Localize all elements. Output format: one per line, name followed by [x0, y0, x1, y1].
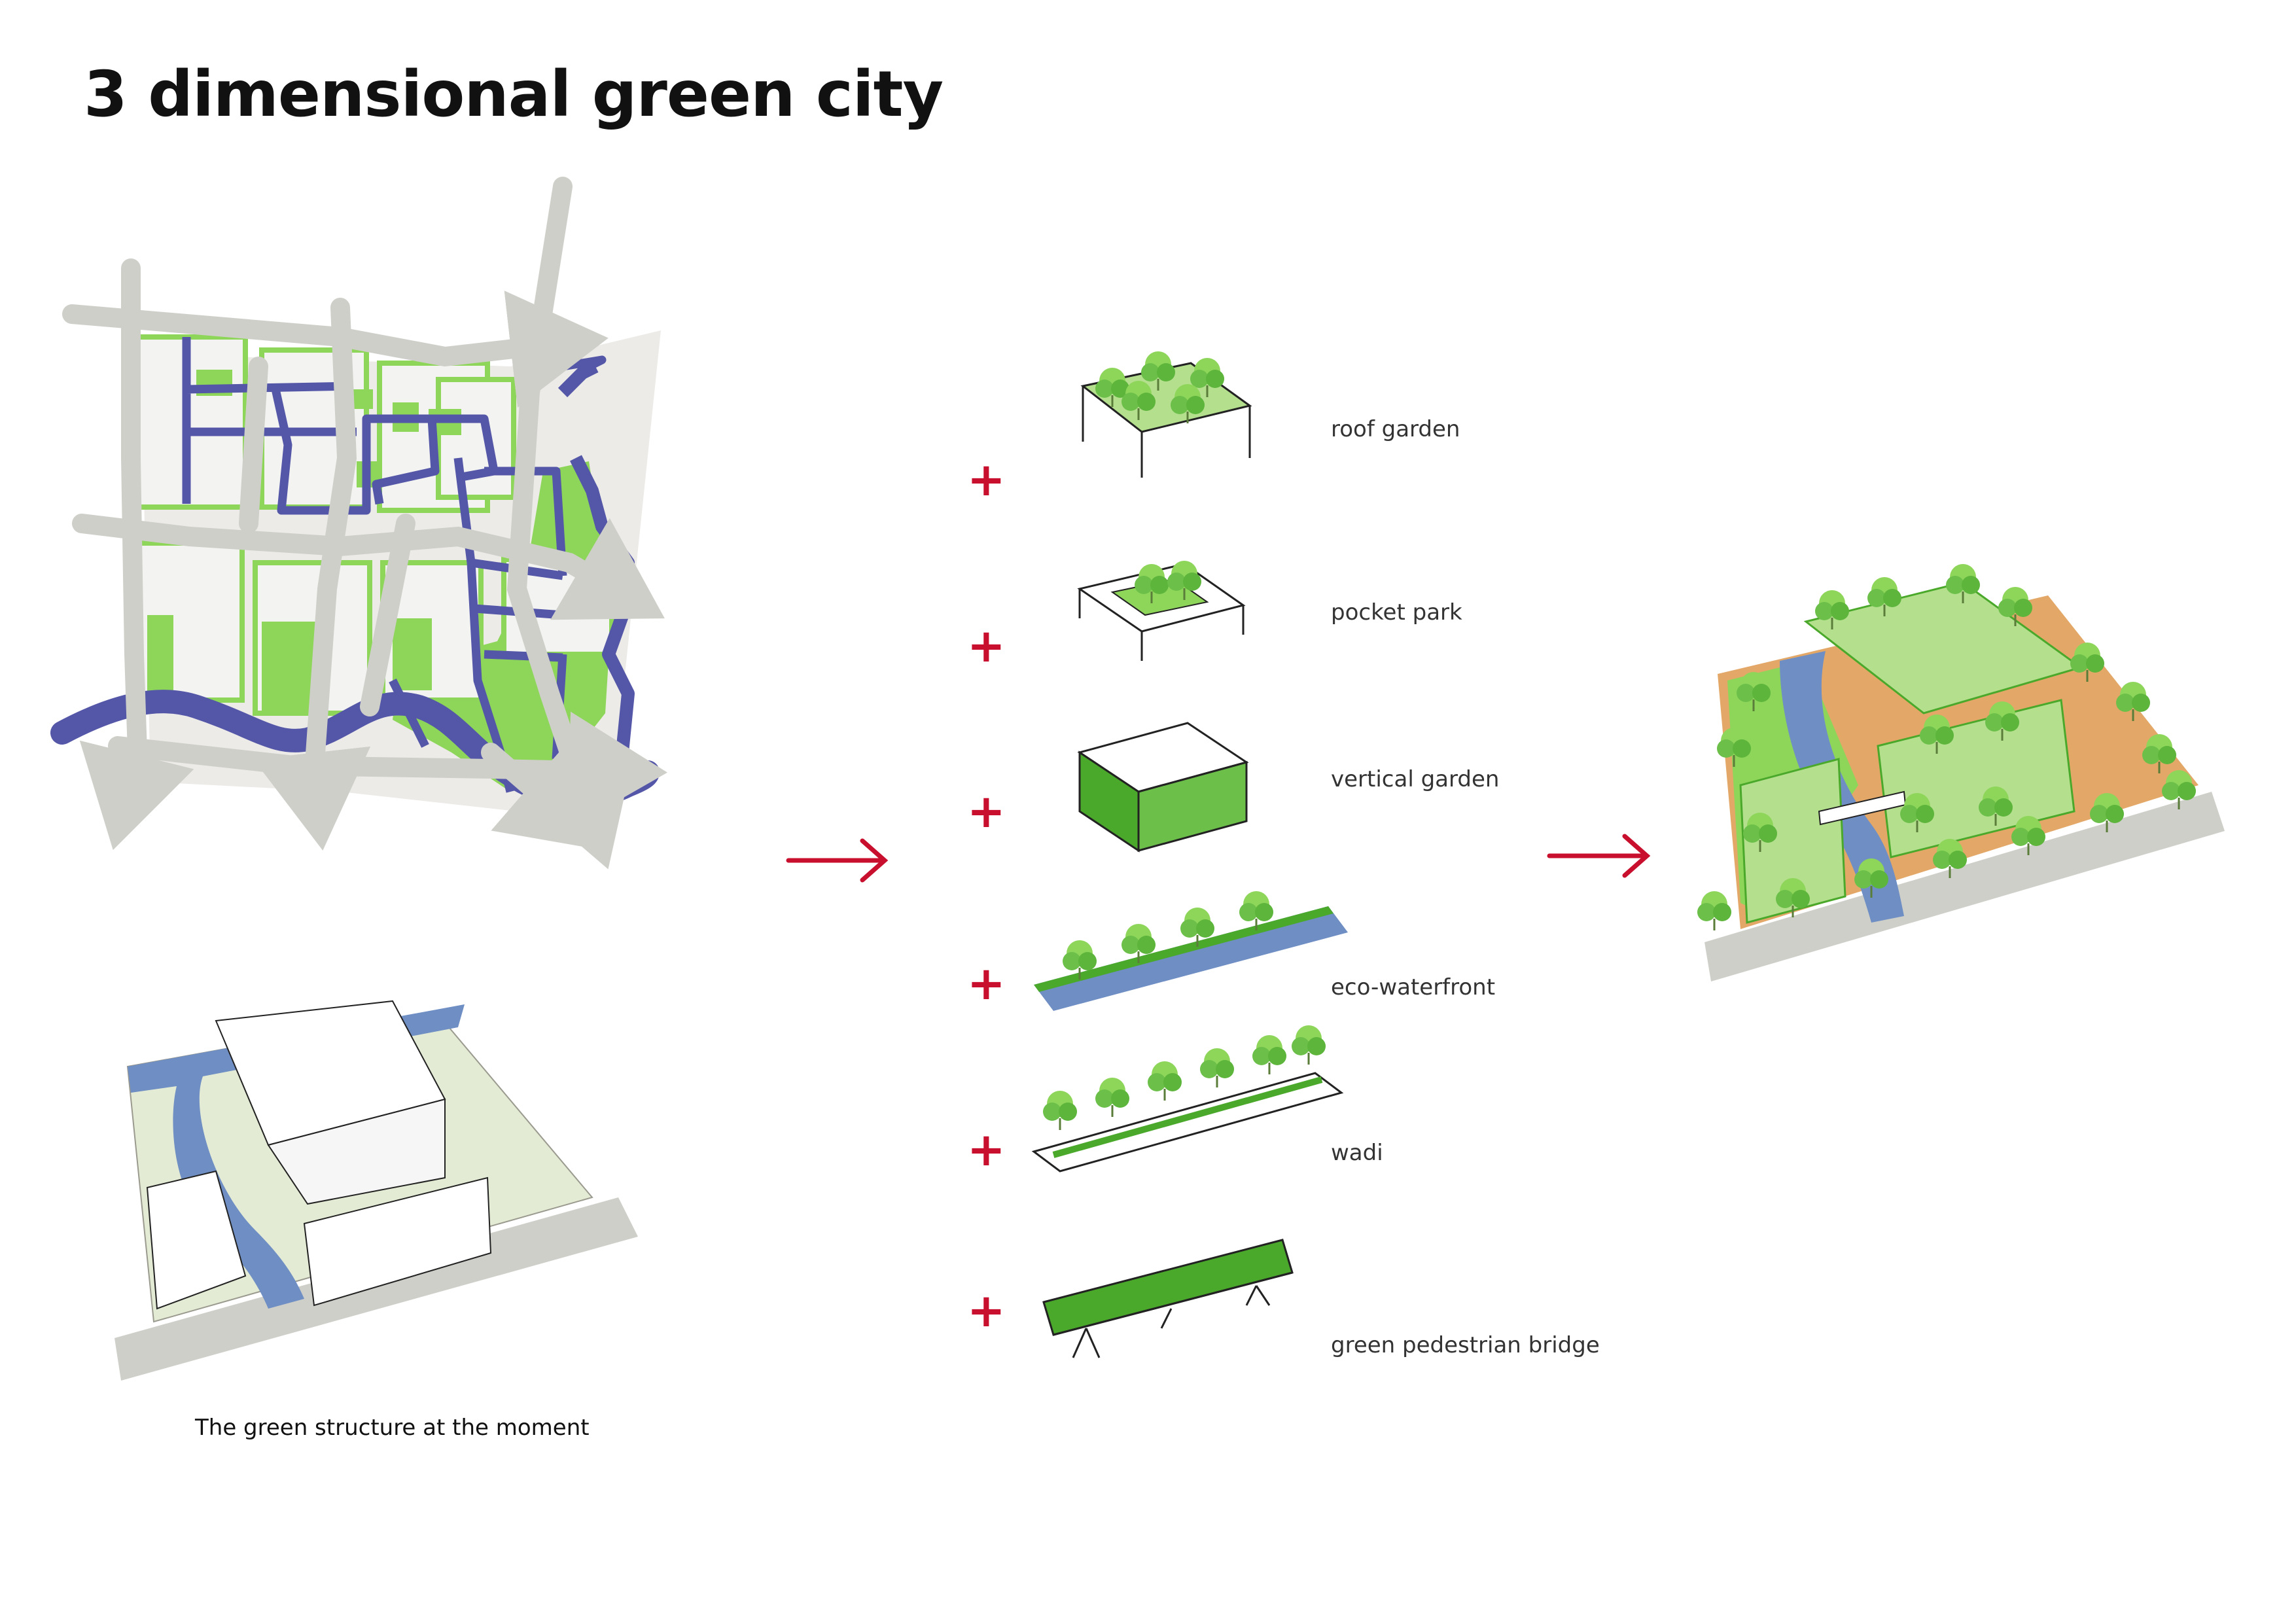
label-pocket-park: pocket park [1331, 599, 1462, 626]
wadi-icon [1031, 1024, 1344, 1173]
eco-waterfront-icon [1034, 890, 1348, 1011]
future-street [1704, 792, 2225, 981]
caption-current-structure: The green structure at the moment [195, 1415, 590, 1441]
label-wadi: wadi [1331, 1140, 1383, 1166]
pocket-park-icon [1077, 559, 1246, 661]
city-map [50, 177, 667, 870]
green-pedestrian-bridge-icon [1042, 1239, 1294, 1358]
label-eco-waterfront: eco-waterfront [1331, 974, 1496, 1000]
arrow-1 [786, 838, 889, 883]
plus-sign: + [967, 453, 1006, 506]
plus-sign: + [967, 1123, 1006, 1176]
building-c [267, 1098, 446, 1205]
plus-sign: + [967, 619, 1006, 673]
street [115, 1197, 638, 1381]
building-d [303, 1176, 492, 1307]
roof-garden-icon [1080, 350, 1252, 478]
current-block-model [115, 1000, 638, 1381]
canal [128, 1004, 465, 1309]
label-roof-garden: roof garden [1331, 416, 1460, 442]
flow-arrows [786, 834, 1651, 883]
label-green-pedestrian-bridge: green pedestrian bridge [1331, 1332, 1600, 1358]
building-a [146, 1170, 247, 1310]
arrow-2 [1547, 834, 1651, 878]
plus-sign: + [967, 957, 1006, 1010]
plus-sign: + [967, 785, 1006, 838]
label-vertical-garden: vertical garden [1331, 766, 1500, 792]
plus-sign: + [967, 1284, 1006, 1337]
future-canal [1780, 651, 1904, 923]
roads [62, 177, 667, 870]
page-title: 3 dimensional green city [84, 58, 944, 131]
vertical-garden-icon [1077, 722, 1249, 853]
future-block-model [1696, 563, 2225, 981]
